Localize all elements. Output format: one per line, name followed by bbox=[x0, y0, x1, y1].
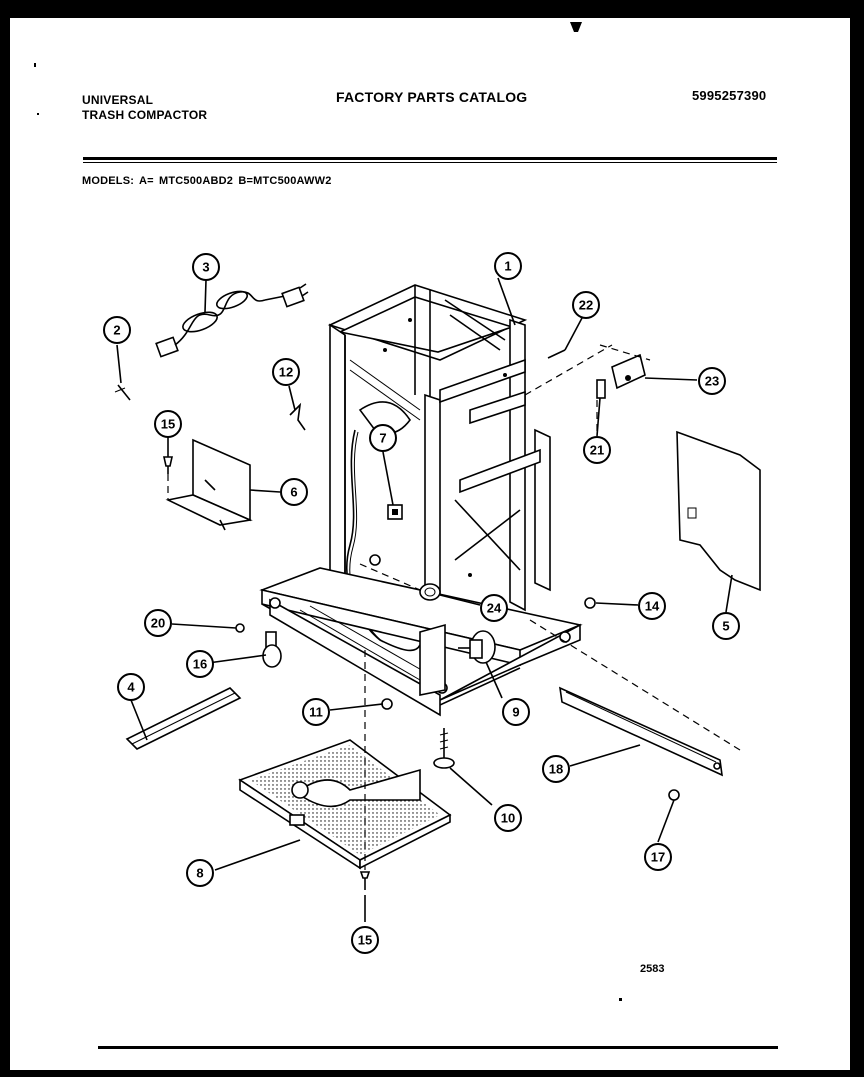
scan-speck bbox=[34, 63, 36, 67]
svg-text:4: 4 bbox=[127, 680, 135, 695]
callout-10: 10 bbox=[494, 804, 522, 832]
part-6-bracket bbox=[165, 438, 253, 531]
callout-2: 2 bbox=[103, 316, 131, 344]
part-7-switch bbox=[387, 504, 403, 520]
part-8-bottom-cover bbox=[238, 739, 452, 870]
callout-22: 22 bbox=[572, 291, 600, 319]
base-chassis bbox=[259, 567, 583, 717]
svg-text:23: 23 bbox=[705, 374, 719, 389]
callout-15-upper: 15 bbox=[154, 410, 182, 438]
svg-text:14: 14 bbox=[645, 599, 660, 614]
product-name: TRASH COMPACTOR bbox=[82, 108, 208, 122]
callout-18: 18 bbox=[542, 755, 570, 783]
svg-text:15: 15 bbox=[358, 933, 372, 948]
brand-block: UNIVERSAL TRASH COMPACTOR bbox=[82, 93, 207, 123]
svg-text:9: 9 bbox=[512, 705, 519, 720]
callout-9: 9 bbox=[502, 698, 530, 726]
footer-rule bbox=[98, 1046, 778, 1049]
svg-text:16: 16 bbox=[193, 657, 207, 672]
part-24-grommet bbox=[419, 583, 441, 601]
part-20-screw bbox=[235, 623, 245, 633]
callout-21: 21 bbox=[583, 436, 611, 464]
callout-5: 5 bbox=[712, 612, 740, 640]
svg-text:15: 15 bbox=[161, 417, 175, 432]
part-18-rail bbox=[559, 686, 723, 777]
part-10-leveling-leg bbox=[433, 728, 455, 769]
header-rule bbox=[83, 157, 777, 160]
scan-speck bbox=[570, 22, 582, 32]
svg-text:22: 22 bbox=[579, 298, 593, 313]
callout-16: 16 bbox=[186, 650, 214, 678]
part-15-screw-lower bbox=[359, 871, 371, 890]
callout-20: 20 bbox=[144, 609, 172, 637]
part-23-micro-switch bbox=[611, 353, 646, 390]
callout-23: 23 bbox=[698, 367, 726, 395]
part-14-screw bbox=[584, 597, 596, 609]
svg-text:18: 18 bbox=[549, 762, 563, 777]
callout-6: 6 bbox=[280, 478, 308, 506]
svg-text:8: 8 bbox=[196, 866, 203, 881]
svg-text:10: 10 bbox=[501, 811, 515, 826]
scan-speck bbox=[37, 113, 39, 115]
svg-text:7: 7 bbox=[379, 431, 386, 446]
part-15-screw-upper bbox=[163, 456, 173, 474]
header-rule-thin bbox=[83, 162, 777, 163]
part-5-side-panel bbox=[676, 430, 761, 592]
part-21-spacer bbox=[596, 379, 606, 399]
part-22-screw bbox=[547, 349, 566, 359]
callout-15-lower: 15 bbox=[351, 926, 379, 954]
svg-text:5: 5 bbox=[722, 619, 729, 634]
callout-4: 4 bbox=[117, 673, 145, 701]
brand-name: UNIVERSAL bbox=[82, 93, 154, 107]
part-3-power-cord bbox=[155, 283, 309, 358]
callout-8: 8 bbox=[186, 859, 214, 887]
part-16-caster bbox=[262, 631, 282, 668]
svg-text:21: 21 bbox=[590, 443, 604, 458]
callout-1: 1 bbox=[494, 252, 522, 280]
callout-14: 14 bbox=[638, 592, 666, 620]
catalog-title: FACTORY PARTS CATALOG bbox=[336, 89, 528, 105]
callout-3: 3 bbox=[192, 253, 220, 281]
svg-text:3: 3 bbox=[202, 260, 209, 275]
leader-lines bbox=[116, 277, 741, 922]
svg-text:17: 17 bbox=[651, 850, 665, 865]
part-4-kick-strip bbox=[125, 687, 242, 750]
part-9-switch bbox=[458, 630, 496, 664]
callout-11: 11 bbox=[302, 698, 330, 726]
models-line: MODELS: A= MTC500ABD2 B=MTC500AWW2 bbox=[82, 175, 332, 187]
callout-12: 12 bbox=[272, 358, 300, 386]
part-11-nut bbox=[381, 698, 393, 710]
svg-text:20: 20 bbox=[151, 616, 165, 631]
callout-24: 24 bbox=[480, 594, 508, 622]
svg-text:24: 24 bbox=[487, 601, 502, 616]
catalog-number: 5995257390 bbox=[692, 88, 767, 103]
cabinet-frame bbox=[327, 284, 551, 652]
part-17-screw bbox=[668, 789, 680, 801]
svg-text:6: 6 bbox=[290, 485, 297, 500]
svg-text:1: 1 bbox=[504, 259, 511, 274]
callout-7: 7 bbox=[369, 424, 397, 452]
scan-speck bbox=[619, 998, 622, 1001]
svg-text:11: 11 bbox=[309, 705, 323, 720]
part-2-screw bbox=[114, 384, 131, 401]
callout-17: 17 bbox=[644, 843, 672, 871]
part-12-clip bbox=[289, 402, 306, 431]
svg-text:12: 12 bbox=[279, 365, 293, 380]
svg-text:2: 2 bbox=[113, 323, 120, 338]
page-code: 2583 bbox=[640, 963, 665, 975]
